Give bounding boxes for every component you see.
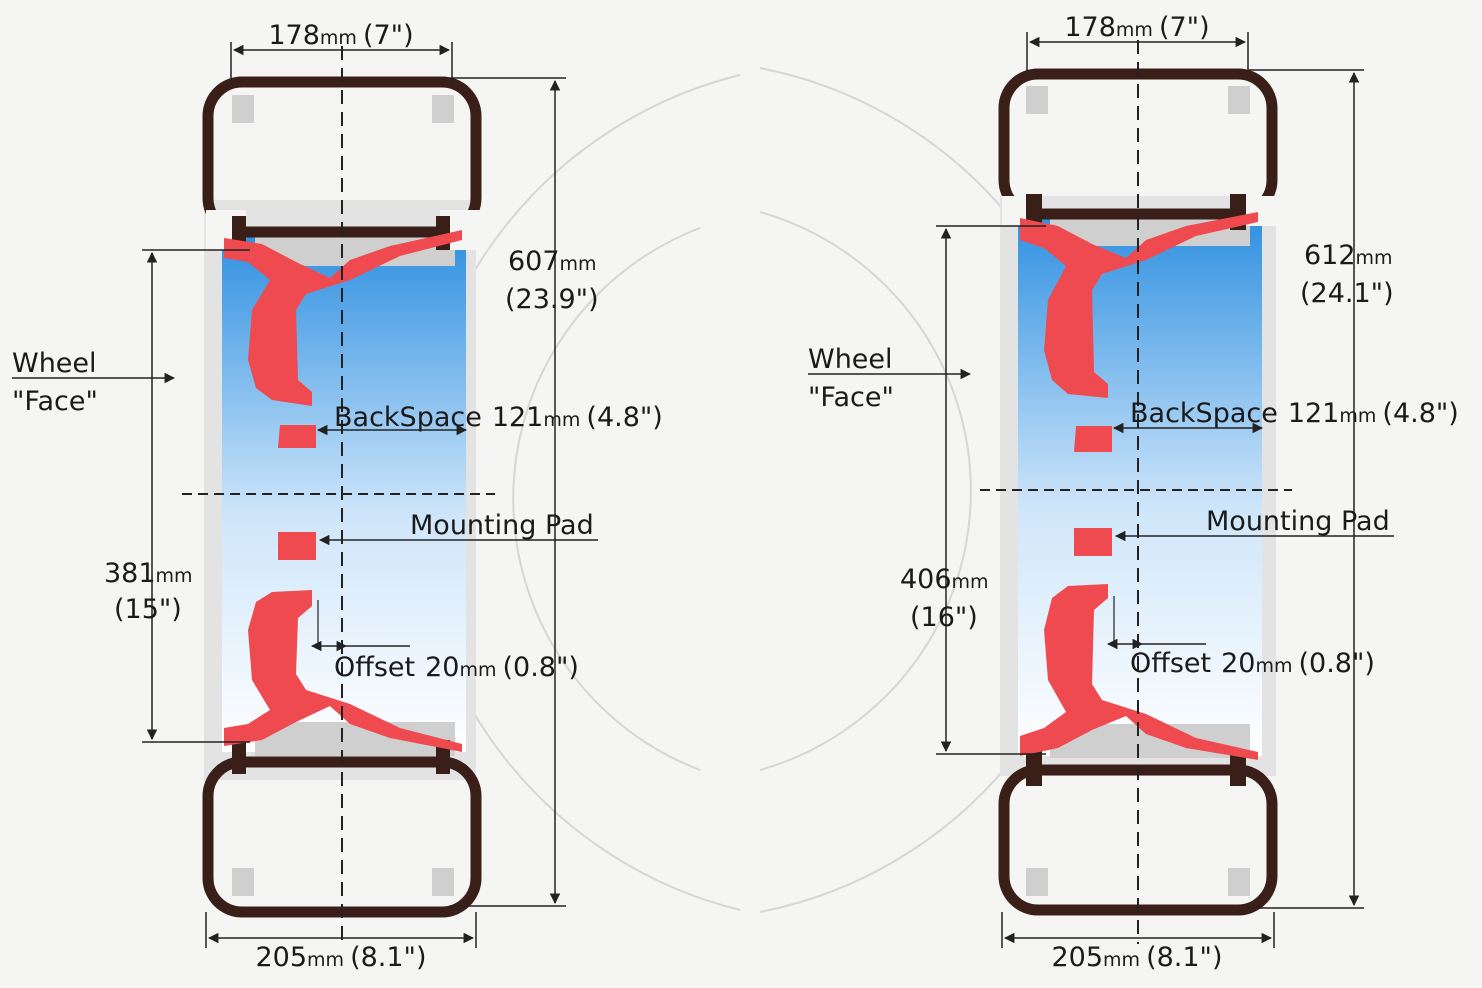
left-top-width-label: 178mm(7") [268, 20, 413, 51]
left-wheel-diagram: 178mm(7") 205mm(8.1") 607mm (23.9") 381m… [12, 20, 663, 973]
left-overall-diameter-value: 607mm [508, 246, 597, 277]
right-overall-diameter-imperial: (24.1") [1300, 278, 1394, 309]
right-hub-bottom [1074, 528, 1112, 556]
left-tire-inner-tr [432, 95, 454, 123]
right-rim-diameter-imperial: (16") [910, 602, 978, 633]
right-wheel-section-bottom [1020, 584, 1258, 760]
inner-circle-left-arc [512, 227, 701, 771]
inner-circle-right-arc [759, 211, 972, 771]
left-hub-top [278, 425, 316, 448]
left-face-label-line1: Wheel [12, 348, 97, 379]
left-bottom-width-label: 205mm(8.1") [255, 942, 426, 973]
left-tire-inner-br [432, 868, 454, 896]
right-rim-diameter-value: 406mm [900, 564, 989, 595]
left-overall-diameter-imperial: (23.9") [505, 284, 599, 315]
left-face-label-line2: "Face" [12, 386, 98, 417]
right-tire-inner-tl [1026, 86, 1048, 114]
right-mounting-pad-label: Mounting Pad [1206, 506, 1390, 537]
right-bead-seat-br [1230, 750, 1246, 786]
left-wheel-section-top [224, 230, 462, 406]
right-hub-top [1074, 426, 1112, 452]
right-wheel-section-top [1020, 212, 1258, 398]
right-tire-inner-bl [1026, 868, 1048, 896]
left-tire-inner-bl [232, 868, 254, 896]
left-bead-seat-bl [232, 740, 246, 774]
right-bead-seat-bl [1026, 750, 1042, 786]
left-hub-bottom [278, 532, 316, 560]
right-tire-inner-br [1228, 868, 1250, 896]
right-wheel-diagram: 178mm(7") 205mm(8.1") 612mm (24.1") 406m… [808, 12, 1459, 973]
left-tire-inner-tl [232, 95, 254, 123]
left-wheel-section-bottom [224, 590, 462, 752]
right-face-label-line1: Wheel [808, 344, 893, 375]
right-top-width-label: 178mm(7") [1064, 12, 1209, 43]
right-tire-inner-tr [1228, 86, 1250, 114]
right-bottom-width-label: 205mm(8.1") [1051, 942, 1222, 973]
right-face-label-line2: "Face" [808, 382, 894, 413]
left-rim-diameter-value: 381mm [104, 558, 193, 589]
left-rim-diameter-imperial: (15") [114, 594, 182, 625]
right-overall-diameter-value: 612mm [1304, 240, 1393, 271]
left-mounting-pad-label: Mounting Pad [410, 510, 594, 541]
